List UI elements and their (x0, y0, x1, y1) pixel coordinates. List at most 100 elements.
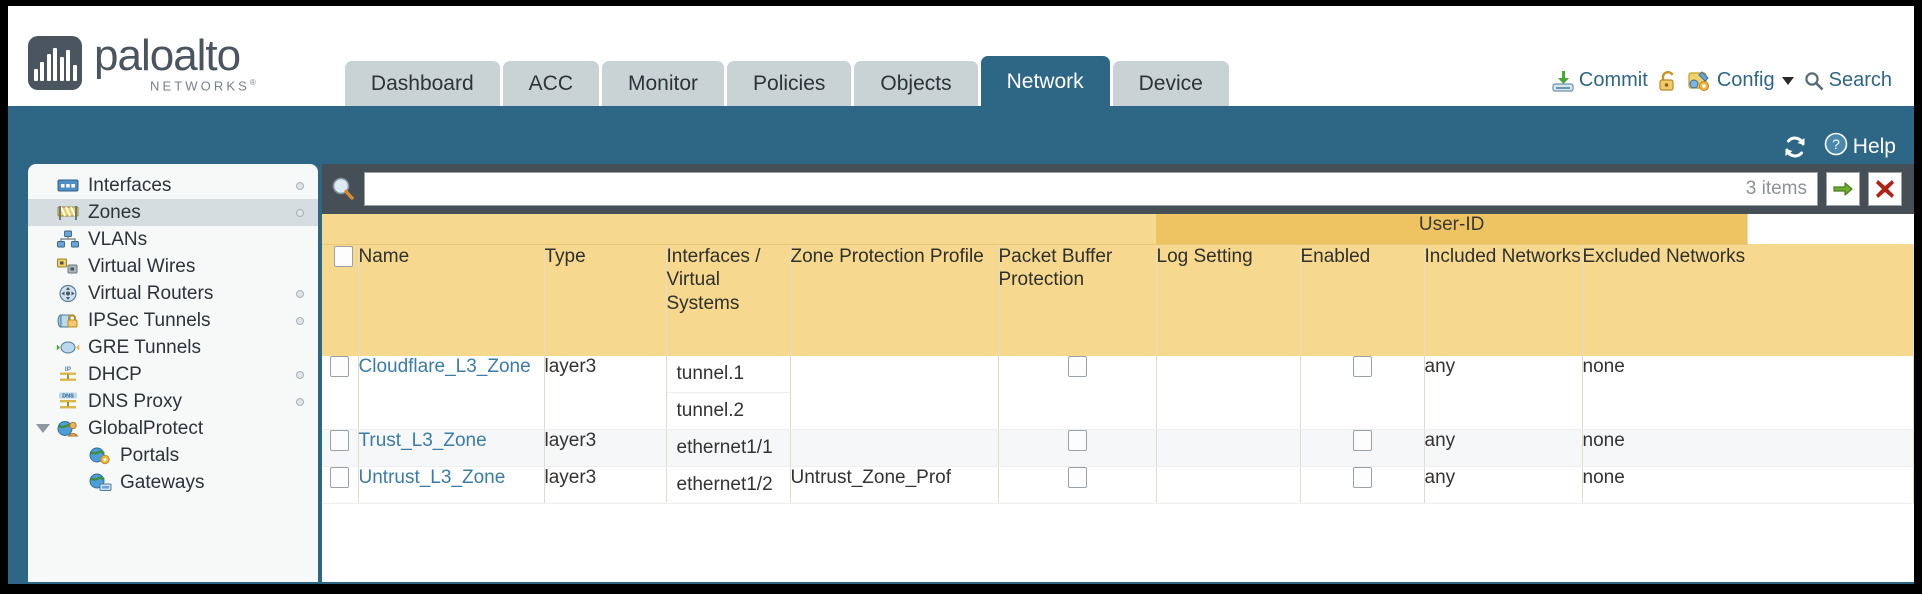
sidebar-item-gateways[interactable]: Gateways (28, 469, 318, 496)
cell-type: layer3 (544, 429, 667, 467)
sidebar-item-virtual-routers[interactable]: Virtual Routers (28, 280, 318, 307)
commit-button[interactable]: Commit (1552, 69, 1648, 92)
zones-table-container: User-ID Name Type Interfaces / Virtual S… (322, 214, 1914, 582)
column-header-interfaces[interactable]: Interfaces / Virtual Systems (666, 244, 791, 356)
row-checkbox[interactable] (330, 430, 350, 452)
tab-monitor[interactable]: Monitor (602, 61, 725, 106)
row-select-cell[interactable] (322, 466, 359, 504)
config-menu-button[interactable]: Config (1688, 69, 1794, 92)
packet-buffer-protection-checkbox[interactable] (1067, 467, 1087, 489)
table-header-row: Name Type Interfaces / Virtual Systems Z… (322, 244, 1914, 356)
tab-device[interactable]: Device (1112, 61, 1229, 106)
cell-userid-enabled[interactable] (1300, 466, 1425, 504)
userid-enabled-checkbox[interactable] (1352, 430, 1372, 452)
table-row[interactable]: Trust_L3_Zone layer3 ethernet1/1 (322, 429, 1914, 467)
svg-text:?: ? (1832, 136, 1840, 152)
group-header-spacer (322, 214, 1156, 245)
sidebar-item-label: IPSec Tunnels (88, 309, 211, 331)
table-row[interactable]: Cloudflare_L3_Zone layer3 tunnel.1 tunne… (322, 356, 1914, 430)
packet-buffer-protection-checkbox[interactable] (1067, 356, 1087, 378)
top-header-bar: paloalto NETWORKS® Dashboard ACC Monitor… (8, 6, 1914, 106)
cell-name[interactable]: Cloudflare_L3_Zone (358, 356, 545, 430)
column-header-zone-protection-profile[interactable]: Zone Protection Profile (790, 244, 999, 356)
chevron-expand-icon[interactable] (36, 424, 50, 433)
cell-packet-buffer-protection[interactable] (998, 429, 1157, 467)
cell-userid-enabled[interactable] (1300, 356, 1425, 430)
column-header-log-setting[interactable]: Log Setting (1156, 244, 1301, 356)
column-header-included-networks[interactable]: Included Networks (1424, 244, 1583, 356)
table-group-header-row: User-ID (322, 214, 1914, 245)
cell-zone-protection-profile (790, 356, 999, 430)
search-input-wrapper[interactable]: 3 items (364, 172, 1818, 206)
sidebar-item-portals[interactable]: Portals (28, 442, 318, 469)
sidebar-item-vlans[interactable]: VLANs (28, 226, 318, 253)
userid-enabled-checkbox[interactable] (1352, 356, 1372, 378)
sidebar-item-virtual-wires[interactable]: Virtual Wires (28, 253, 318, 280)
row-checkbox[interactable] (330, 467, 350, 489)
cell-interfaces: ethernet1/2 (666, 466, 791, 504)
sidebar-item-interfaces[interactable]: Interfaces (28, 172, 318, 199)
sidebar-item-label: GlobalProtect (88, 417, 204, 439)
sidebar-item-label: Gateways (120, 471, 205, 493)
search-magnifier-icon[interactable] (330, 176, 356, 202)
cell-name[interactable]: Trust_L3_Zone (358, 429, 545, 467)
table-row[interactable]: Untrust_L3_Zone layer3 ethernet1/2 Untru… (322, 466, 1914, 504)
cell-interfaces: tunnel.1 tunnel.2 (666, 356, 791, 430)
logo-text: paloalto NETWORKS® (94, 33, 259, 92)
cell-name[interactable]: Untrust_L3_Zone (358, 466, 545, 504)
lock-icon[interactable] (1658, 70, 1678, 92)
column-header-name[interactable]: Name (358, 244, 545, 356)
help-label: Help (1852, 135, 1896, 158)
sidebar-item-gre-tunnels[interactable]: GRE Tunnels (28, 334, 318, 361)
sidebar-item-globalprotect[interactable]: GlobalProtect (28, 415, 318, 442)
zone-link[interactable]: Trust_L3_Zone (358, 430, 487, 451)
search-input[interactable] (365, 177, 1746, 201)
tab-acc[interactable]: ACC (502, 61, 599, 106)
sidebar-item-label: Virtual Routers (88, 282, 214, 304)
search-button[interactable]: Search (1804, 69, 1892, 92)
interface-entry: ethernet1/1 (676, 437, 773, 458)
sidebar-item-zones[interactable]: Zones (28, 199, 318, 226)
help-question-icon: ? (1824, 132, 1848, 162)
row-select-cell[interactable] (322, 356, 359, 430)
interface-entry: ethernet1/2 (676, 474, 773, 495)
zone-link[interactable]: Untrust_L3_Zone (358, 467, 506, 488)
cell-userid-enabled[interactable] (1300, 429, 1425, 467)
status-dot (296, 316, 304, 325)
select-all-checkbox[interactable] (334, 245, 353, 267)
cell-included-networks: any (1424, 429, 1583, 467)
packet-buffer-protection-checkbox[interactable] (1067, 430, 1087, 452)
cell-packet-buffer-protection[interactable] (998, 466, 1157, 504)
row-checkbox[interactable] (330, 356, 350, 378)
sidebar-item-ipsec-tunnels[interactable]: IPSec Tunnels (28, 307, 318, 334)
column-header-packet-buffer-protection[interactable]: Packet Buffer Protection (998, 244, 1157, 356)
clear-filter-button[interactable] (1868, 172, 1902, 206)
cell-log-setting (1156, 356, 1301, 430)
tab-network[interactable]: Network (980, 56, 1110, 106)
zones-table: User-ID Name Type Interfaces / Virtual S… (322, 214, 1914, 504)
apply-filter-button[interactable] (1826, 172, 1860, 206)
help-button[interactable]: ? Help (1824, 132, 1896, 162)
cell-packet-buffer-protection[interactable] (998, 356, 1157, 430)
virtual-wires-icon (56, 257, 80, 276)
refresh-icon[interactable] (1782, 135, 1808, 159)
tab-policies[interactable]: Policies (727, 61, 852, 106)
commit-icon (1552, 70, 1574, 92)
select-all-header[interactable] (322, 244, 359, 356)
zone-link[interactable]: Cloudflare_L3_Zone (358, 356, 531, 377)
tab-dashboard[interactable]: Dashboard (344, 61, 500, 106)
cell-included-networks: any (1424, 356, 1583, 430)
interface-entry: tunnel.2 (666, 392, 790, 429)
sidebar-item-dhcp[interactable]: IP DHCP (28, 361, 318, 388)
tab-objects[interactable]: Objects (854, 61, 978, 106)
sidebar-item-dns-proxy[interactable]: DNS DNS Proxy (28, 388, 318, 415)
interface-entry: tunnel.1 (676, 363, 745, 384)
logo: paloalto NETWORKS® (8, 33, 259, 106)
column-header-enabled[interactable]: Enabled (1300, 244, 1425, 356)
column-header-excluded-networks[interactable]: Excluded Networks (1582, 244, 1914, 356)
userid-enabled-checkbox[interactable] (1352, 467, 1372, 489)
row-select-cell[interactable] (322, 429, 359, 467)
column-header-type[interactable]: Type (544, 244, 667, 356)
sidebar-item-label: DNS Proxy (88, 390, 182, 412)
